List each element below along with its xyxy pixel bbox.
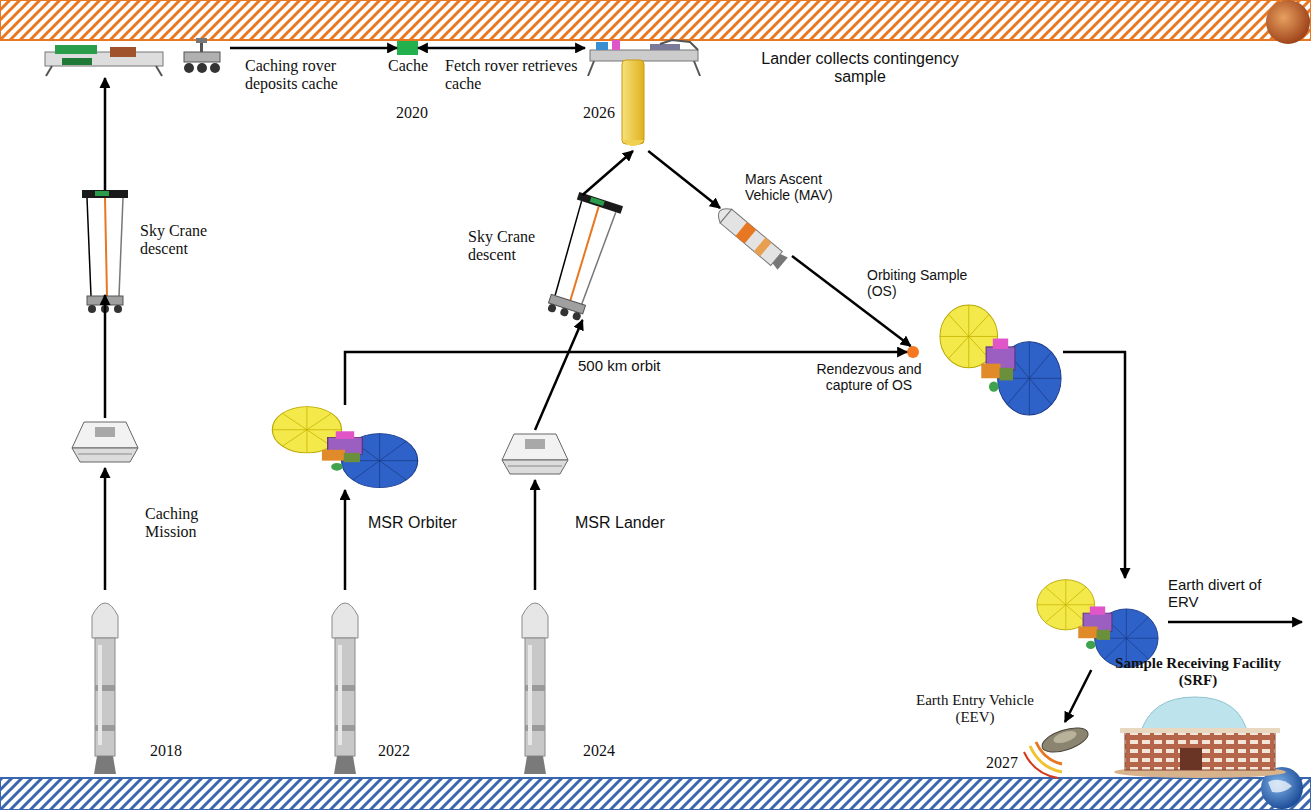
mission-element: Rendezvous and capture of OS xyxy=(938,303,1063,418)
mav-lander xyxy=(588,40,700,146)
orbiter xyxy=(940,305,1061,415)
mission-element: 2022 xyxy=(325,590,365,775)
mission-element: Caching rover deposits cache xyxy=(40,36,230,78)
divert-arrow xyxy=(1168,621,1302,624)
element-label: Mars Ascent Vehicle (MAV) xyxy=(745,172,860,203)
caching-rover xyxy=(184,38,220,73)
mission-element: Lander collects contingency sample xyxy=(585,36,700,151)
orbiter xyxy=(1037,580,1158,668)
aeroshell xyxy=(502,434,568,474)
flow-arrow xyxy=(344,490,347,590)
flow-arrow xyxy=(583,151,633,195)
year-label: 2020 xyxy=(396,104,441,122)
element-label: MSR Lander xyxy=(575,514,685,532)
element-label: Earth Entry Vehicle (EEV) xyxy=(916,692,1034,726)
element-label: Caching Mission xyxy=(145,505,225,541)
flow-arrow xyxy=(418,47,585,50)
element-label: 2022 xyxy=(378,742,428,760)
mission-element: 2024 xyxy=(515,590,555,775)
element-label: Cache xyxy=(388,57,438,75)
element-label: Sample Receiving Facility (SRF) xyxy=(1112,655,1284,689)
flow-arrow xyxy=(535,320,583,430)
year-label: 2027 xyxy=(986,754,1031,772)
earth-entry-vehicle xyxy=(1024,723,1091,778)
element-label: MSR Orbiter xyxy=(368,514,478,532)
flow-arrow xyxy=(104,468,107,590)
edge-label: 500 km orbit xyxy=(578,358,698,375)
flow-arrow xyxy=(1065,670,1091,722)
element-label: Sky Crane descent xyxy=(140,222,235,258)
year-label: 2026 xyxy=(583,104,623,122)
element-label: Earth divert of ERV xyxy=(1168,577,1293,611)
flow-arrow xyxy=(230,47,397,50)
mars-surface-band xyxy=(0,0,1311,44)
element-label: Orbiting Sample (OS) xyxy=(867,268,997,299)
flow-arrow xyxy=(648,151,720,208)
element-label: Sky Crane descent xyxy=(468,228,554,264)
flow-arrow xyxy=(104,78,107,190)
earth-surface-band xyxy=(0,767,1311,810)
flow-arrow xyxy=(104,295,107,418)
orbiting-sample xyxy=(907,346,919,358)
element-label: 2024 xyxy=(583,742,633,760)
element-label: 2018 xyxy=(150,742,200,760)
mission-element: Mars Ascent Vehicle (MAV) xyxy=(712,208,792,268)
flow-arrow xyxy=(345,352,907,405)
aeroshell xyxy=(72,422,138,462)
sky-crane xyxy=(82,190,128,313)
mission-element: 2018 xyxy=(85,590,125,775)
mission-element: Orbiting Sample (OS) xyxy=(907,346,919,358)
sky-crane xyxy=(541,192,623,323)
mission-element: Sky Crane descent xyxy=(555,195,610,320)
mission-element: MSR Lander xyxy=(500,430,570,480)
launch-vehicle xyxy=(522,603,548,774)
launch-vehicle xyxy=(92,603,118,774)
sample-cache xyxy=(397,41,418,55)
mission-element: Cache xyxy=(397,41,418,55)
flow-arrow xyxy=(534,480,537,590)
orbiter xyxy=(272,407,417,488)
mars-ascent-vehicle xyxy=(714,204,788,270)
mission-element: MSR Orbiter xyxy=(270,405,420,490)
edge-label: Fetch rover retrieves cache xyxy=(445,57,580,93)
mission-element: Caching Mission xyxy=(70,418,140,468)
mission-element: Sky Crane descent xyxy=(82,190,128,295)
element-label: Caching rover deposits cache xyxy=(245,57,370,93)
caching-lander xyxy=(45,45,163,76)
flow-arrow xyxy=(1063,352,1125,578)
mission-element: Earth Entry Vehicle (EEV) xyxy=(1040,722,1090,758)
launch-vehicle xyxy=(332,603,358,774)
element-label: Lander collects contingency sample xyxy=(740,50,980,86)
sample-receiving-facility xyxy=(1114,697,1286,778)
mission-element: Sample Receiving Facility (SRF) xyxy=(1115,695,1280,775)
element-label: Rendezvous and capture of OS xyxy=(805,362,933,393)
